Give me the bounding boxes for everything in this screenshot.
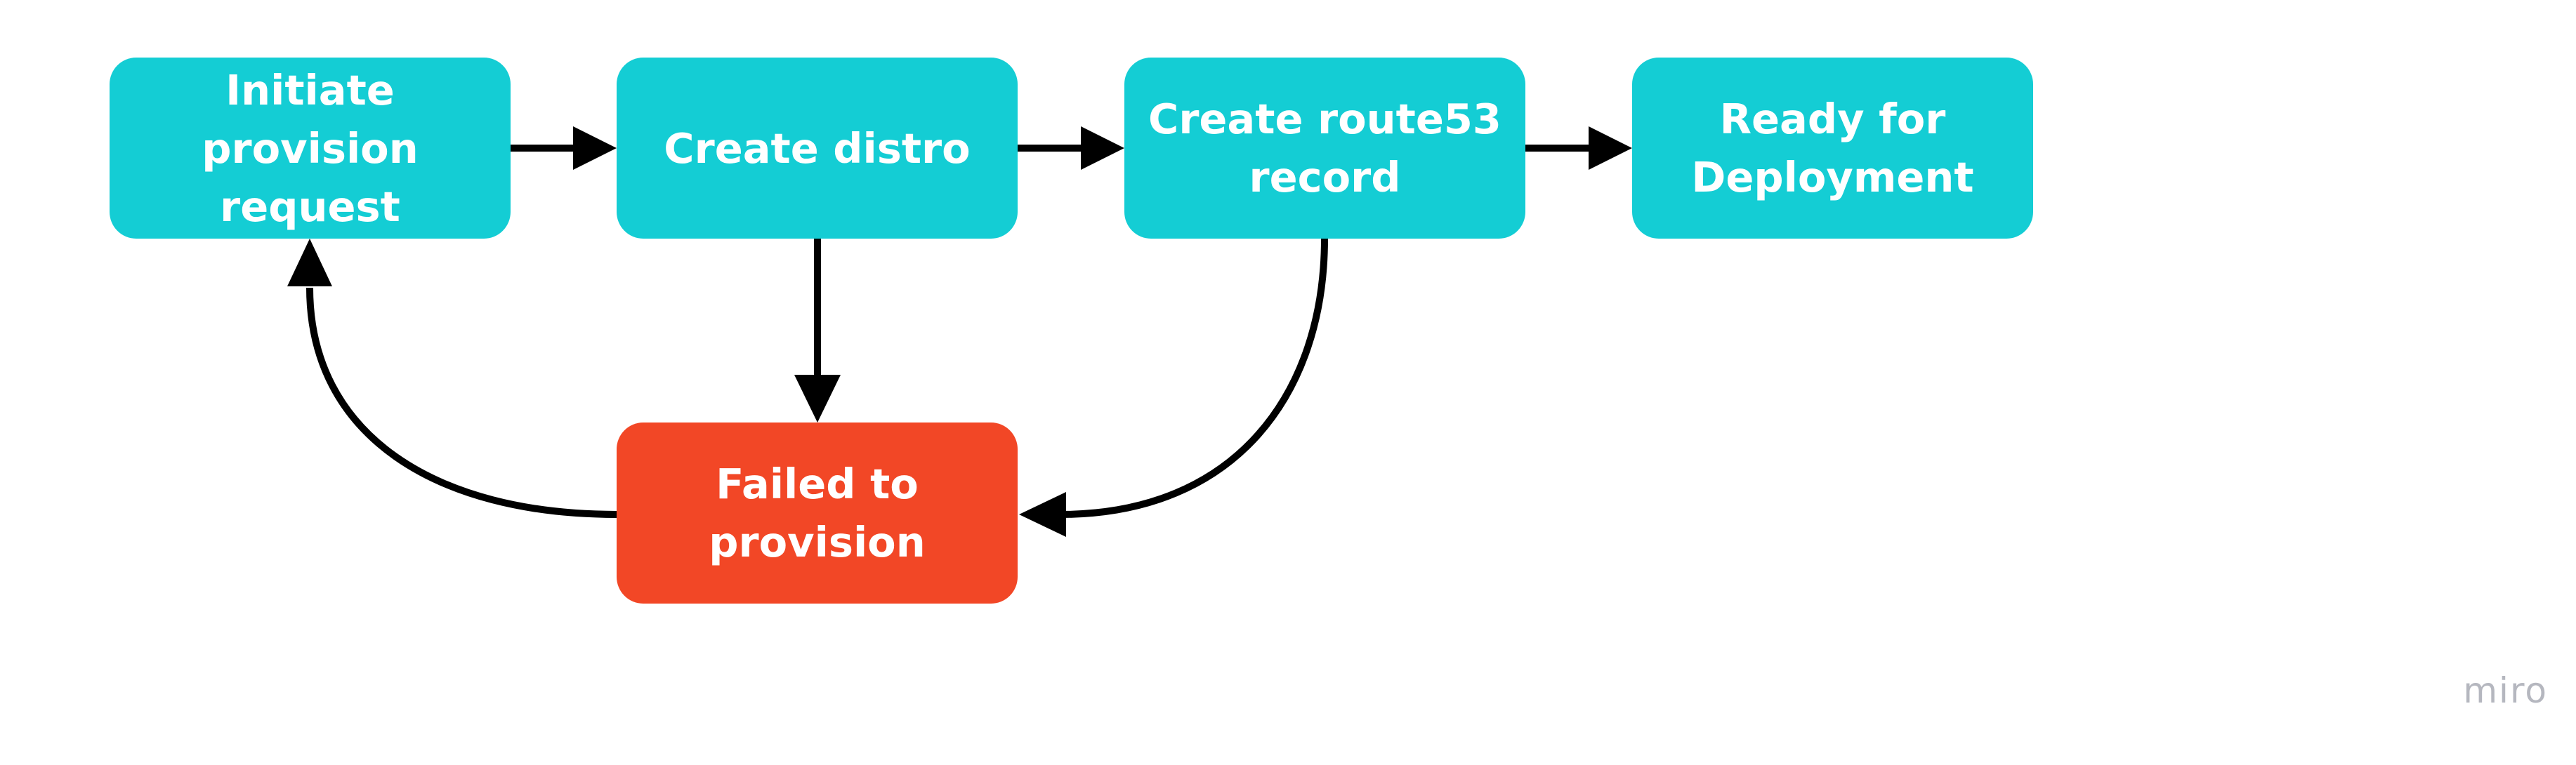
node-ready-for-deployment[interactable]: Ready for Deployment bbox=[1632, 58, 2033, 239]
arrowhead-to-initiate bbox=[287, 239, 332, 286]
node-initiate-provision-request[interactable]: Initiate provision request bbox=[110, 58, 511, 239]
node-create-route53-record[interactable]: Create route53 record bbox=[1124, 58, 1525, 239]
node-label: Initiate provision request bbox=[202, 65, 419, 231]
arrowhead-route53-to-failed bbox=[1019, 492, 1066, 537]
node-label: Ready for Deployment bbox=[1691, 95, 1974, 201]
miro-watermark: miro bbox=[2463, 670, 2548, 711]
edge-failed-to-initiate bbox=[306, 287, 617, 518]
arrowhead-to-distro bbox=[573, 126, 617, 170]
edge-route53-to-failed bbox=[1060, 238, 1328, 518]
arrowhead-distro-to-failed bbox=[794, 375, 841, 423]
node-label: Create distro bbox=[664, 124, 971, 173]
node-label: Create route53 record bbox=[1148, 95, 1501, 201]
node-create-distro[interactable]: Create distro bbox=[617, 58, 1018, 239]
arrowhead-to-route53 bbox=[1081, 126, 1124, 170]
node-label: Failed to provision bbox=[709, 460, 926, 566]
arrowhead-to-ready bbox=[1589, 126, 1632, 170]
node-failed-to-provision[interactable]: Failed to provision bbox=[617, 423, 1018, 604]
